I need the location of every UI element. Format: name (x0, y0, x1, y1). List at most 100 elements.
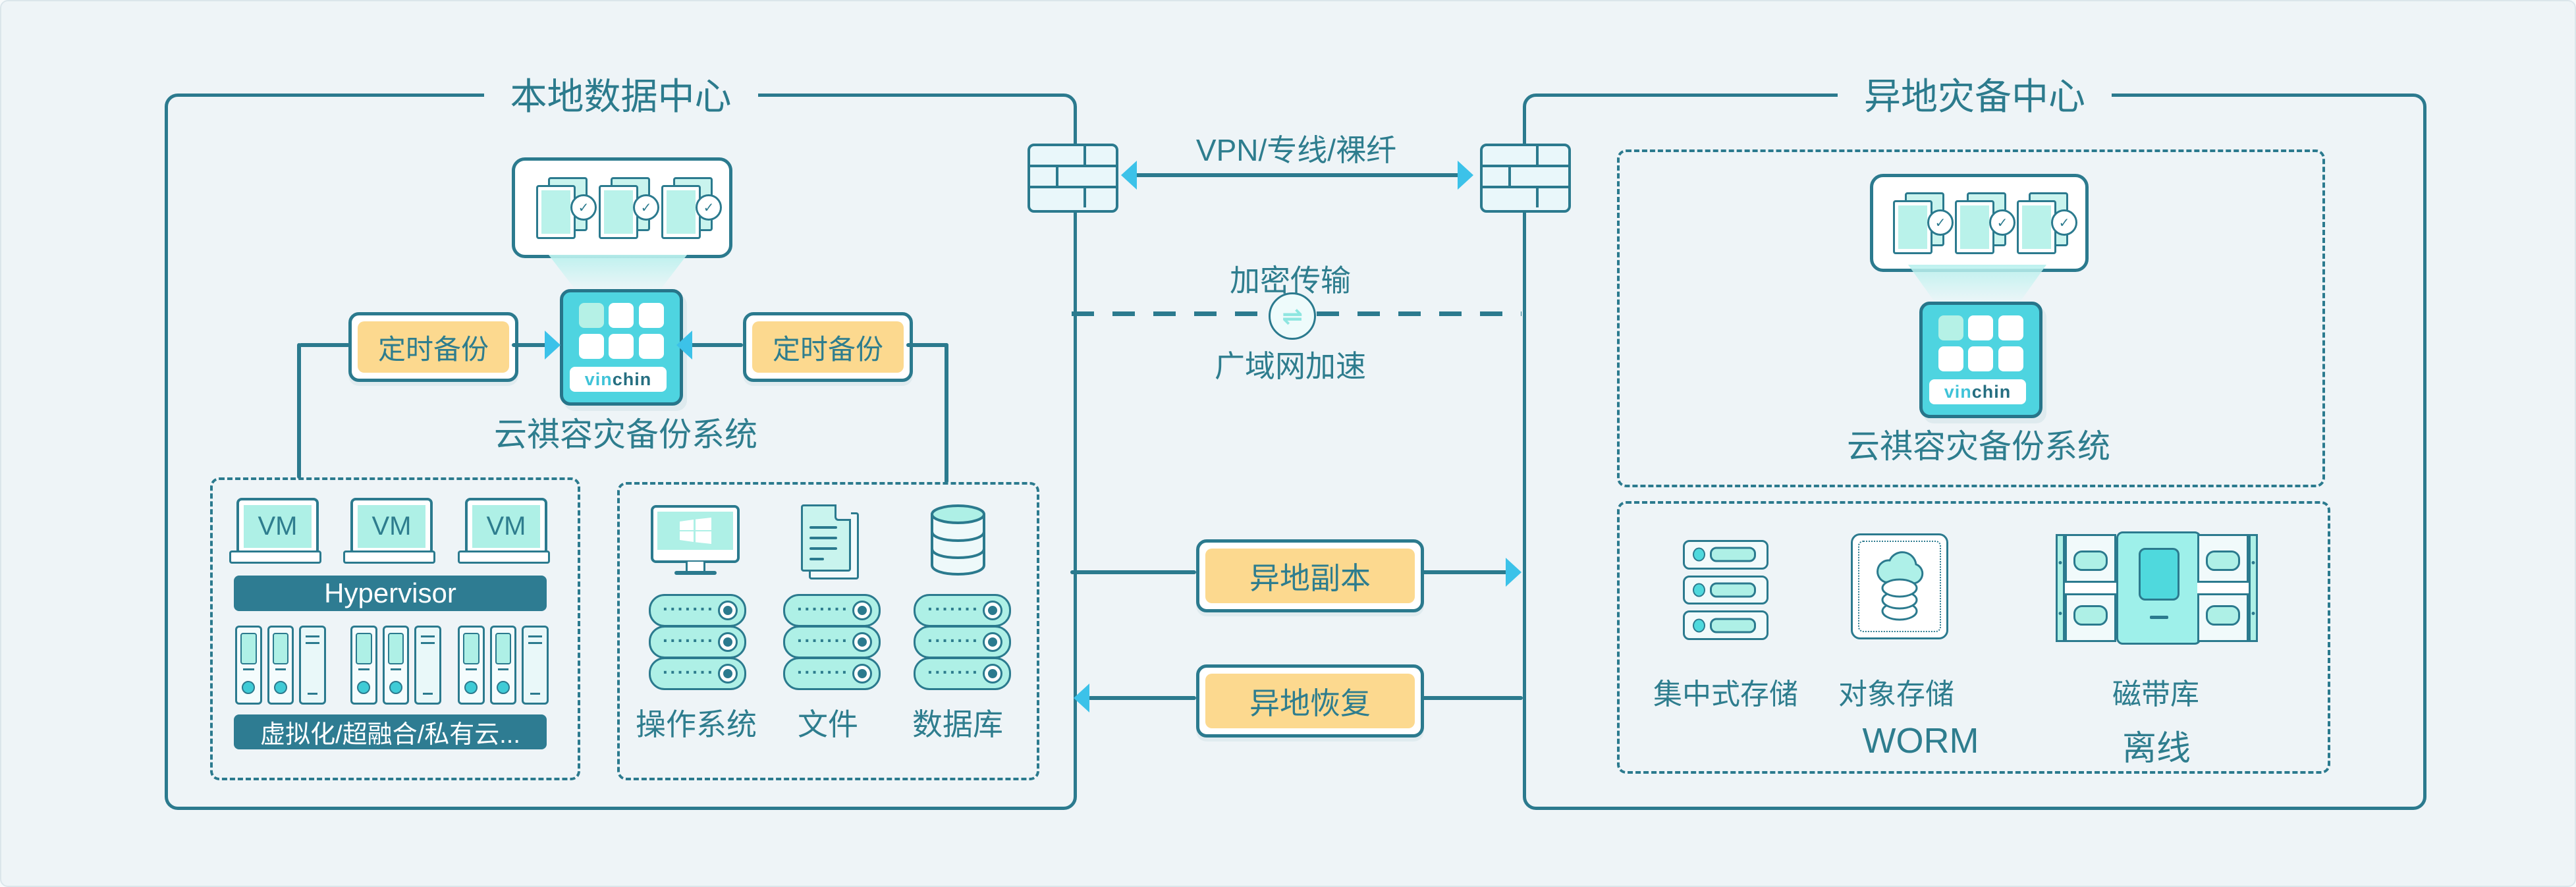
scheduled-backup-left-label: 定时备份 (358, 321, 509, 373)
vm-label: VM (258, 512, 298, 541)
vm-laptop-base (229, 551, 321, 564)
vm-label: VM (486, 512, 526, 541)
file-icon (801, 504, 859, 579)
cloud-icon (1858, 541, 1941, 632)
firewall-local-icon (1028, 144, 1118, 213)
connector-src-vertical (945, 343, 948, 483)
centralized-storage-label: 集中式存储 (1653, 678, 1798, 711)
server-pill: ······· (914, 657, 1011, 690)
check-icon: ✓ (1989, 209, 2015, 236)
offsite-restore-badge: 异地恢复 (1196, 664, 1424, 738)
local-system-label: 云祺容灾备份系统 (494, 416, 757, 453)
remote-system-label: 云祺容灾备份系统 (1847, 428, 2110, 465)
file-label: 文件 (798, 707, 858, 741)
vm-laptop: VM (343, 498, 435, 564)
offline-label: 离线 (2122, 730, 2191, 768)
backup-beam (549, 255, 687, 289)
os-label: 操作系统 (636, 707, 757, 741)
vm-laptop-base (458, 551, 550, 564)
backup-line-right (688, 343, 743, 347)
restore-arrow-icon (1074, 684, 1089, 712)
check-icon: ✓ (570, 194, 597, 221)
server-pill: ······· (783, 657, 881, 690)
restore-point-icon: ✓ (1955, 192, 2015, 254)
check-icon: ✓ (696, 194, 722, 221)
vm-laptop-base (343, 551, 435, 564)
database-icon (927, 503, 989, 577)
server-pill: ······· (914, 594, 1011, 627)
connector-virt-horizontal (299, 343, 350, 347)
server-pill: ······· (914, 626, 1011, 659)
server-pill: ······· (783, 626, 881, 659)
vpn-arrow-right-icon (1458, 161, 1473, 190)
remote-storage-group-box (1617, 501, 2330, 774)
vpn-arrow-left-icon (1121, 161, 1137, 190)
worm-label: WORM (1862, 721, 1979, 761)
scheduled-backup-left-badge: 定时备份 (348, 312, 518, 382)
tape-library-icon (2056, 531, 2258, 645)
vm-label: VM (371, 512, 412, 541)
server-pill: ······· (649, 657, 746, 690)
backup-arrow-left-icon (545, 331, 561, 360)
replica-arrow-icon (1506, 558, 1521, 587)
virtualization-group-box (210, 477, 580, 780)
restore-point-icon: ✓ (661, 177, 722, 239)
offsite-replica-badge: 异地副本 (1196, 539, 1424, 612)
vm-screen: VM (465, 498, 547, 555)
replica-line-left (1070, 570, 1196, 574)
connector-virt-vertical (297, 343, 301, 479)
hypervisor-bar: Hypervisor (234, 576, 547, 611)
encrypted-transfer-label: 加密传输 (1230, 263, 1351, 298)
offsite-restore-label: 异地恢复 (1205, 674, 1415, 728)
backup-beam (1908, 265, 2046, 302)
operating-system-icon (651, 505, 740, 576)
server-cluster-icon (350, 626, 442, 705)
centralized-storage-icon (1683, 540, 1768, 641)
server-pill: ······· (649, 626, 746, 659)
virtualization-caption-bar: 虚拟化/超融合/私有云... (234, 714, 547, 749)
remote-dr-title: 异地灾备中心 (1838, 72, 2112, 122)
restore-point-icon: ✓ (599, 177, 659, 239)
server-pill: ······· (649, 594, 746, 627)
backup-arrow-right-icon (676, 331, 692, 360)
local-datacenter-title: 本地数据中心 (483, 72, 758, 122)
backup-line-left (512, 343, 547, 347)
server-cluster-icon (458, 626, 549, 705)
wan-acceleration-label: 广域网加速 (1215, 349, 1366, 383)
connector-src-horizontal (906, 343, 948, 347)
restore-line-right (1417, 696, 1523, 700)
vm-laptop: VM (229, 498, 321, 564)
tape-library-label: 磁带库 (2112, 678, 2199, 711)
vpn-label: VPN/专线/裸纤 (1195, 133, 1397, 167)
vm-screen: VM (350, 498, 433, 555)
check-icon: ✓ (633, 194, 659, 221)
check-icon: ✓ (2051, 209, 2077, 236)
remote-dr-zone: 异地灾备中心 (1523, 72, 2426, 810)
object-storage-label: 对象存储 (1838, 678, 1954, 711)
firewall-remote-icon (1480, 144, 1571, 213)
scheduled-backup-right-label: 定时备份 (752, 321, 904, 373)
scheduled-backup-right-badge: 定时备份 (743, 312, 913, 382)
restore-point-icon: ✓ (1893, 192, 1954, 254)
server-cluster-icon (235, 626, 327, 705)
local-datacenter-zone: 本地数据中心 (165, 72, 1077, 810)
transfer-icon: ⇌ (1269, 292, 1316, 340)
restore-point-icon: ✓ (2017, 192, 2077, 254)
check-icon: ✓ (1927, 209, 1954, 236)
vpn-link-line (1134, 173, 1460, 177)
replica-line-right (1417, 570, 1508, 574)
remote-backup-group-box (1617, 149, 2325, 487)
offsite-replica-label: 异地副本 (1205, 549, 1415, 603)
server-pill: ······· (783, 594, 881, 627)
remote-restorepoints-box: ✓ ✓ ✓ (1870, 174, 2089, 272)
vm-laptop: VM (458, 498, 550, 564)
vm-screen: VM (236, 498, 319, 555)
local-restorepoints-box: ✓ ✓ ✓ (512, 157, 732, 258)
sources-group-box (617, 482, 1039, 780)
object-storage-icon (1851, 533, 1948, 639)
